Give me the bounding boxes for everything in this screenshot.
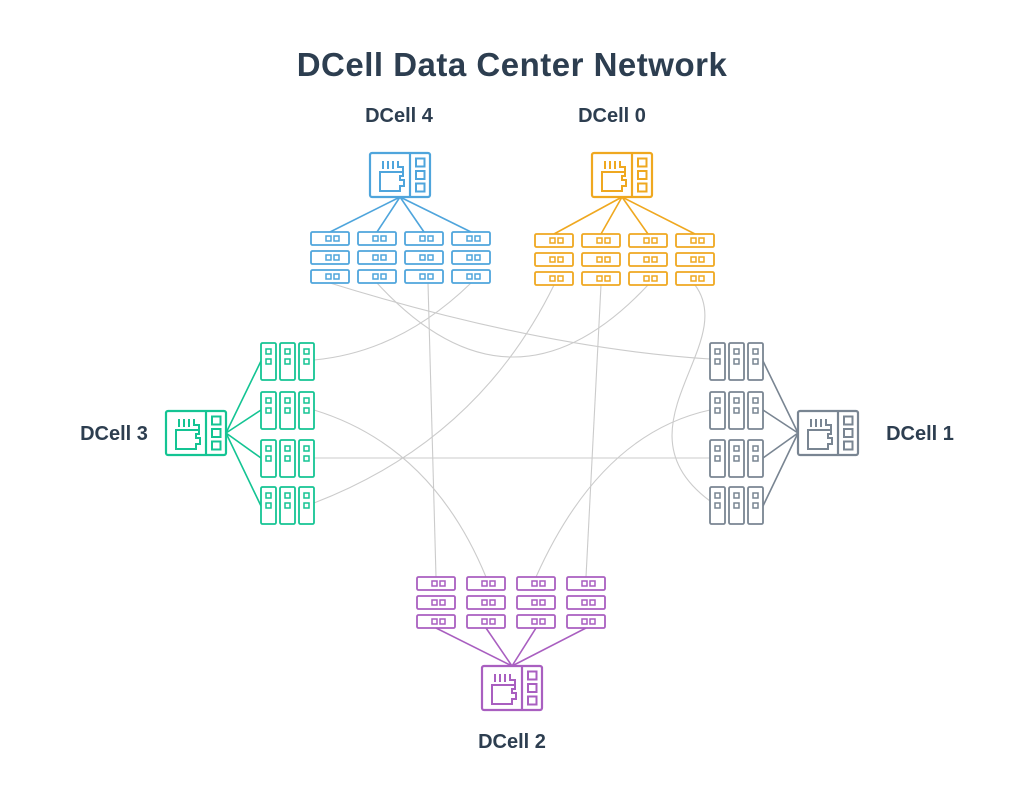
dcell2-label: DCell 2: [478, 731, 546, 753]
diagram-title: DCell Data Center Network: [297, 46, 728, 83]
dcell4-server-stack-1: [311, 232, 349, 283]
link-dcell4-dcell1: [329, 282, 711, 360]
dcell3-switch-icon: [164, 409, 228, 457]
dcell2-switch-links: [435, 627, 587, 667]
dcell2-server-stack-4: [567, 577, 605, 628]
dcell3-server-stack-3: [261, 440, 314, 477]
dcell4-server-stack-3: [405, 232, 443, 283]
link-dcell0-dcell1: [671, 284, 711, 502]
dcell4-server-stack-4: [452, 232, 490, 283]
dcell1-cluster: DCell 1: [710, 343, 954, 524]
dcell2-switch-icon: [480, 664, 544, 712]
dcell2-server-stack-1: [417, 577, 455, 628]
dcell4-switch-icon: [368, 151, 432, 199]
dcell0-server-stack-3: [629, 234, 667, 285]
dcell1-server-stack-2: [710, 392, 763, 429]
dcell1-label: DCell 1: [886, 423, 954, 445]
dcell1-server-stack-3: [710, 440, 763, 477]
dcell3-server-stack-2: [261, 392, 314, 429]
dcell0-server-stack-1: [535, 234, 573, 285]
dcell0-server-stack-4: [676, 234, 714, 285]
dcell2-cluster: DCell 2: [417, 577, 605, 753]
dcell0-switch-links: [553, 196, 696, 235]
dcell0-server-stack-2: [582, 234, 620, 285]
link-dcell0-dcell2: [585, 284, 602, 578]
dcell1-switch-links: [762, 360, 799, 507]
dcell2-server-stack-3: [517, 577, 555, 628]
dcell0-switch-icon: [590, 151, 654, 199]
dcell4-cluster: DCell 4: [311, 105, 490, 283]
dcell0-cluster: DCell 0: [535, 105, 714, 285]
dcell0-label: DCell 0: [578, 105, 646, 127]
dcell4-label: DCell 4: [365, 105, 434, 127]
dcell3-cluster: DCell 3: [80, 343, 314, 524]
dcell4-server-stack-2: [358, 232, 396, 283]
link-dcell1-dcell2: [535, 409, 711, 578]
link-dcell4-dcell2: [427, 282, 437, 578]
dcell4-switch-links: [329, 196, 472, 233]
dcell1-server-stack-1: [710, 343, 763, 380]
inter-cell-links: [313, 282, 711, 578]
dcell3-label: DCell 3: [80, 423, 148, 445]
dcell2-server-stack-2: [467, 577, 505, 628]
dcell3-server-stack-1: [261, 343, 314, 380]
link-dcell4-dcell3: [313, 282, 472, 361]
dcell1-switch-icon: [796, 409, 860, 457]
link-dcell4-dcell0: [376, 282, 649, 358]
dcell3-switch-links: [225, 360, 262, 507]
dcell3-server-stack-4: [261, 487, 314, 524]
dcell1-server-stack-4: [710, 487, 763, 524]
link-dcell0-dcell3: [313, 284, 555, 504]
link-dcell3-dcell2: [313, 409, 487, 578]
